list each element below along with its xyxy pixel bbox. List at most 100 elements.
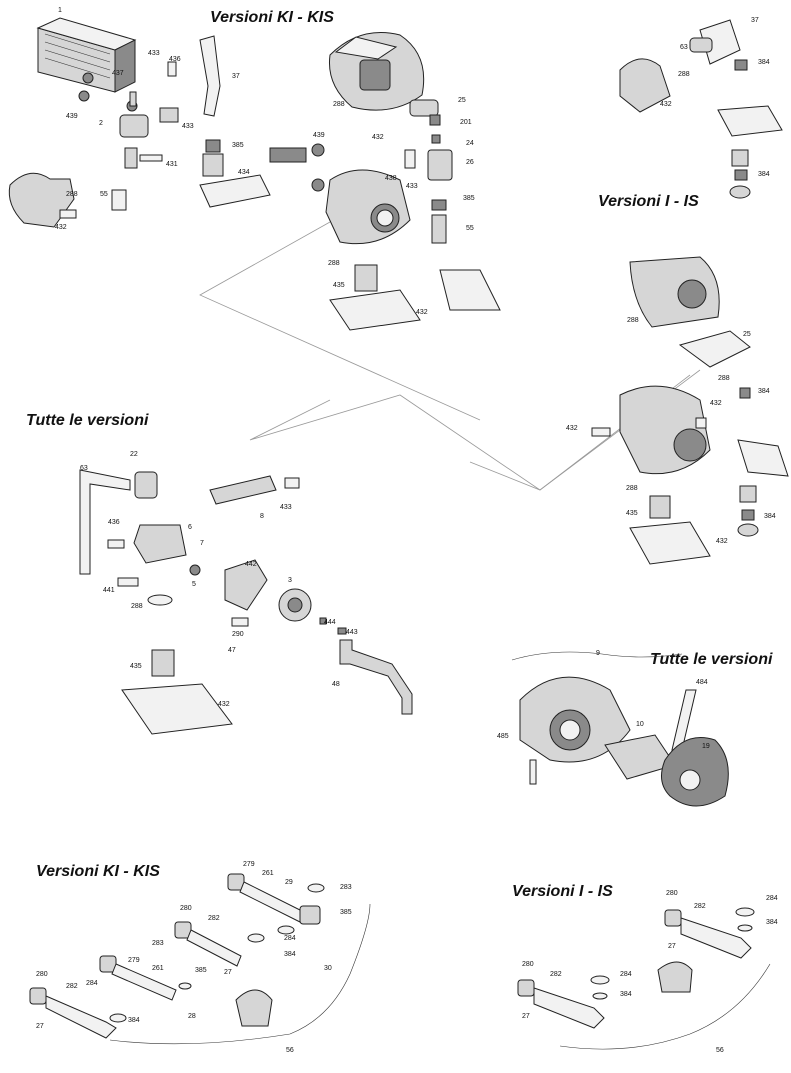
label-385c: 385 [340, 909, 352, 916]
label-261b: 261 [152, 965, 164, 972]
label-5: 5 [192, 581, 196, 588]
label-435a: 435 [333, 282, 345, 289]
part-7 [189, 564, 201, 576]
label-25a: 25 [458, 97, 466, 104]
label-433b: 433 [182, 123, 194, 130]
label-438: 438 [385, 175, 397, 182]
oring-439a-part [311, 143, 325, 157]
label-7: 7 [200, 540, 204, 547]
label-37b: 37 [751, 17, 759, 24]
label-37a: 37 [232, 73, 240, 80]
clip-432f-part [695, 417, 707, 429]
label-384d: 384 [764, 513, 776, 520]
bracket-432g-part [629, 521, 711, 565]
valve-assembly-9-part [519, 676, 631, 763]
label-288a: 288 [66, 191, 78, 198]
label-432c: 432 [416, 309, 428, 316]
label-26: 26 [466, 159, 474, 166]
title-tutte-left: Tutte le versioni [26, 412, 149, 429]
label-280d: 280 [522, 961, 534, 968]
label-288d: 288 [678, 71, 690, 78]
label-3: 3 [288, 577, 292, 584]
label-385d: 385 [195, 967, 207, 974]
bracket-i-is-part [717, 105, 783, 137]
label-28: 28 [188, 1013, 196, 1020]
label-280a: 280 [180, 905, 192, 912]
label-284d: 284 [620, 971, 632, 978]
oring-439b-part [311, 178, 325, 192]
fitting-435c-part [151, 649, 175, 677]
label-432h: 432 [218, 701, 230, 708]
fitting-22-part [134, 471, 158, 499]
clip-288a-part [59, 209, 77, 219]
bracket-432b-part [329, 289, 421, 331]
bracket-432h-part [121, 683, 233, 735]
label-279b: 279 [128, 957, 140, 964]
label-9: 9 [596, 650, 600, 657]
ring-384c-part [739, 387, 751, 399]
ring-384d-part [741, 509, 755, 521]
label-25b: 25 [743, 331, 751, 338]
label-282d: 282 [550, 971, 562, 978]
pump-motor-part [328, 32, 425, 111]
label-384a: 384 [758, 59, 770, 66]
label-433c: 433 [406, 183, 418, 190]
label-435b: 435 [626, 510, 638, 517]
pipe-set-ki-kis-part [29, 873, 325, 1039]
title-tutte-right: Tutte le versioni [650, 651, 773, 668]
label-288e: 288 [627, 317, 639, 324]
label-436a: 436 [169, 56, 181, 63]
label-280b: 280 [36, 971, 48, 978]
label-442: 442 [245, 561, 257, 568]
title-ki-kis-bottom: Versioni KI - KIS [36, 863, 160, 880]
pin-485-part [529, 759, 537, 785]
clip-strip-part [269, 147, 307, 163]
label-282c: 282 [694, 903, 706, 910]
motor-right-part [673, 428, 707, 462]
hydraulic-block-part [325, 169, 411, 245]
label-56b: 56 [716, 1047, 724, 1054]
label-384b: 384 [758, 171, 770, 178]
label-384g: 384 [766, 919, 778, 926]
clip-436-part [167, 61, 177, 77]
label-8: 8 [260, 513, 264, 520]
part-labels: 1 433 436 437 37 439 2 433 385 431 55 43… [36, 7, 778, 1054]
pipe-8-part [209, 475, 277, 505]
label-284c: 284 [766, 895, 778, 902]
label-439b: 439 [313, 132, 325, 139]
clip-432e-part [591, 427, 611, 437]
part-444 [319, 617, 327, 625]
label-288f: 288 [718, 375, 730, 382]
label-10: 10 [636, 721, 644, 728]
valve-body-6-part [133, 524, 187, 564]
connector-left-to-right [249, 374, 691, 491]
label-288c: 288 [328, 260, 340, 267]
fitting-i-is-part [731, 149, 749, 167]
label-283b: 283 [152, 940, 164, 947]
label-27c: 27 [668, 943, 676, 950]
label-47: 47 [228, 647, 236, 654]
clip-433d-part [284, 477, 300, 489]
cap-i-is-part [729, 185, 751, 199]
label-63b: 63 [80, 465, 88, 472]
label-284a: 284 [284, 935, 296, 942]
label-385a: 385 [232, 142, 244, 149]
label-288g: 288 [626, 485, 638, 492]
diverter-body-part [119, 91, 149, 138]
clip-433c-part [404, 149, 416, 169]
pipe-48-part [339, 639, 413, 715]
title-i-is-top: Versioni I - IS [598, 193, 699, 210]
pump-housing-part [8, 172, 75, 228]
fitting-434-part [202, 153, 224, 177]
ring-201-part [429, 114, 441, 126]
label-384h: 384 [620, 991, 632, 998]
ring-24-part [431, 134, 441, 144]
label-63a: 63 [680, 44, 688, 51]
pipe-set-i-is-part [517, 907, 755, 1029]
bracket-442-part [224, 559, 268, 611]
fitting-433-part [159, 107, 179, 123]
heat-exchanger-part [36, 17, 137, 102]
pipe-63b-part [79, 469, 131, 575]
ring-384a-part [734, 59, 748, 71]
